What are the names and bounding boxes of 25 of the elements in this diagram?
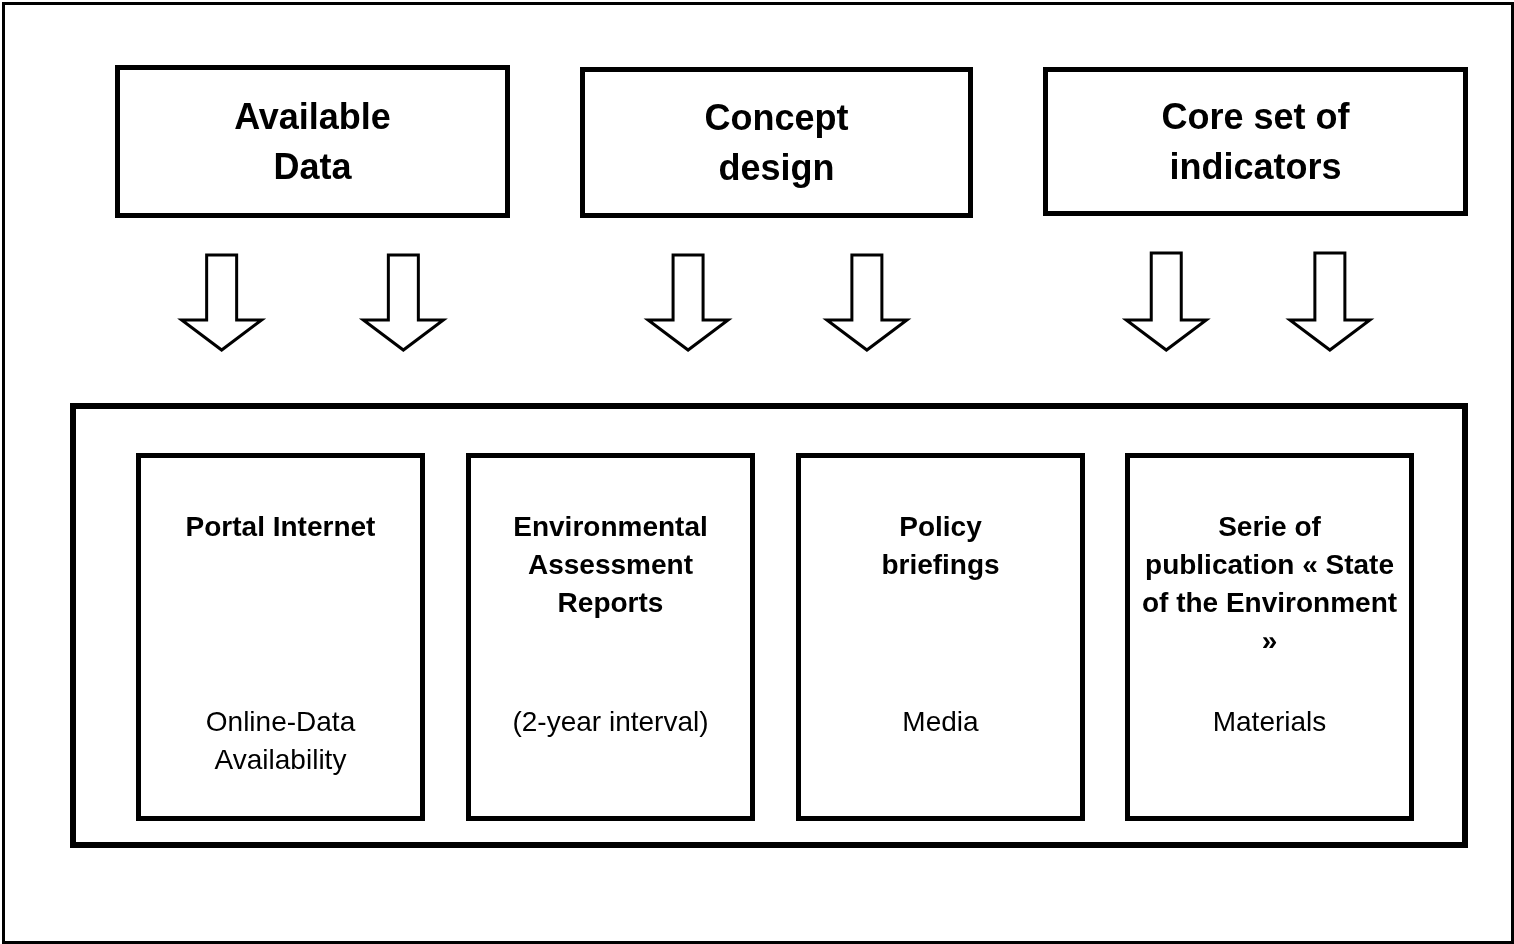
input-box [580, 67, 973, 218]
output-box [136, 453, 425, 821]
block-arrow [1285, 251, 1375, 352]
output-note: (2-year interval) [511, 705, 710, 739]
block-arrow [822, 253, 912, 352]
container-box [70, 403, 1468, 848]
input-box [115, 65, 510, 218]
output-title: Serie of publication « State of the Environment » [1140, 510, 1399, 658]
output-note: Media [901, 705, 980, 739]
output-box [466, 453, 755, 821]
output-title: Policy briefings [880, 510, 1001, 582]
block-arrow [643, 253, 733, 352]
input-title: Core set of indicators [1160, 94, 1351, 189]
block-arrow [358, 253, 448, 352]
block-arrow [177, 253, 267, 352]
block-arrow [1121, 251, 1211, 352]
output-note: Online-Data Availability [204, 705, 357, 777]
output-title: Portal Internet [184, 510, 377, 544]
output-box [796, 453, 1085, 821]
output-title: Environmental Assessment Reports [512, 510, 709, 620]
input-title: Available Data [233, 94, 392, 189]
input-box [1043, 67, 1468, 216]
output-note: Materials [1211, 705, 1328, 739]
input-title: Concept design [703, 95, 850, 190]
output-box [1125, 453, 1414, 821]
